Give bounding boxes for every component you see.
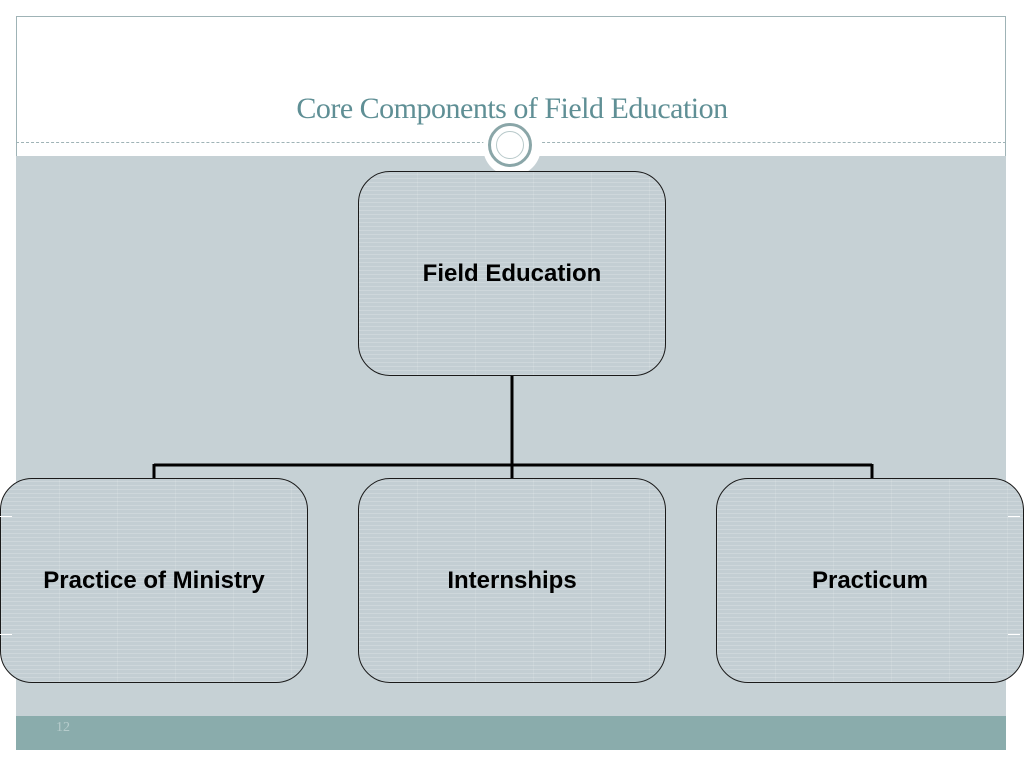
node-practice-of-ministry: Practice of Ministry [0, 478, 308, 683]
left-edge-tick-bottom [0, 634, 12, 635]
page-number: 12 [56, 720, 70, 735]
node-field-education: Field Education [358, 171, 666, 376]
node-internships: Internships [358, 478, 666, 683]
left-edge-tick-top [0, 516, 12, 517]
node-label-field-education: Field Education [422, 259, 602, 287]
node-label-practice-of-ministry: Practice of Ministry [43, 566, 265, 594]
footer-band [16, 716, 1006, 750]
right-edge-tick-top [1008, 516, 1020, 517]
ring-ornament-icon [488, 123, 532, 167]
node-label-practicum: Practicum [811, 566, 929, 594]
node-practicum: Practicum [716, 478, 1024, 683]
node-label-internships: Internships [447, 566, 577, 594]
right-edge-tick-bottom [1008, 634, 1020, 635]
